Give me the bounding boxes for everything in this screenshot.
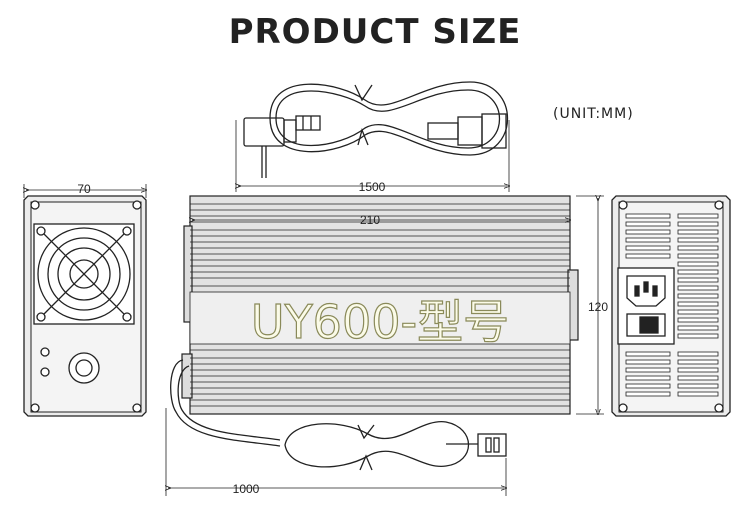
vent-slots — [625, 213, 719, 397]
front-panel-drawing — [23, 195, 147, 417]
page-title: PRODUCT SIZE — [228, 12, 522, 52]
dim-line-front-width — [24, 184, 146, 198]
rear-panel-drawing — [611, 195, 731, 417]
dim-line-body-height — [576, 196, 604, 414]
dim-dc-cable-label: 1000 — [233, 482, 260, 496]
model-watermark: UY600-型号 — [251, 295, 509, 349]
heatsink-fins — [190, 203, 570, 407]
dim-ac-cable-label: 1500 — [359, 180, 386, 194]
dim-line-ac-cable — [236, 120, 509, 192]
dim-line-body-length — [190, 214, 570, 226]
ac-cable-drawing — [243, 81, 509, 178]
dim-body-height-label: 120 — [588, 300, 608, 314]
unit-label: (UNIT:MM) — [553, 106, 634, 122]
dim-body-length-label: 210 — [360, 213, 380, 227]
dc-cable-drawing — [170, 359, 507, 471]
dim-line-dc-cable — [166, 408, 506, 496]
dim-front-width-label: 70 — [77, 182, 91, 196]
main-body-drawing — [181, 195, 579, 415]
